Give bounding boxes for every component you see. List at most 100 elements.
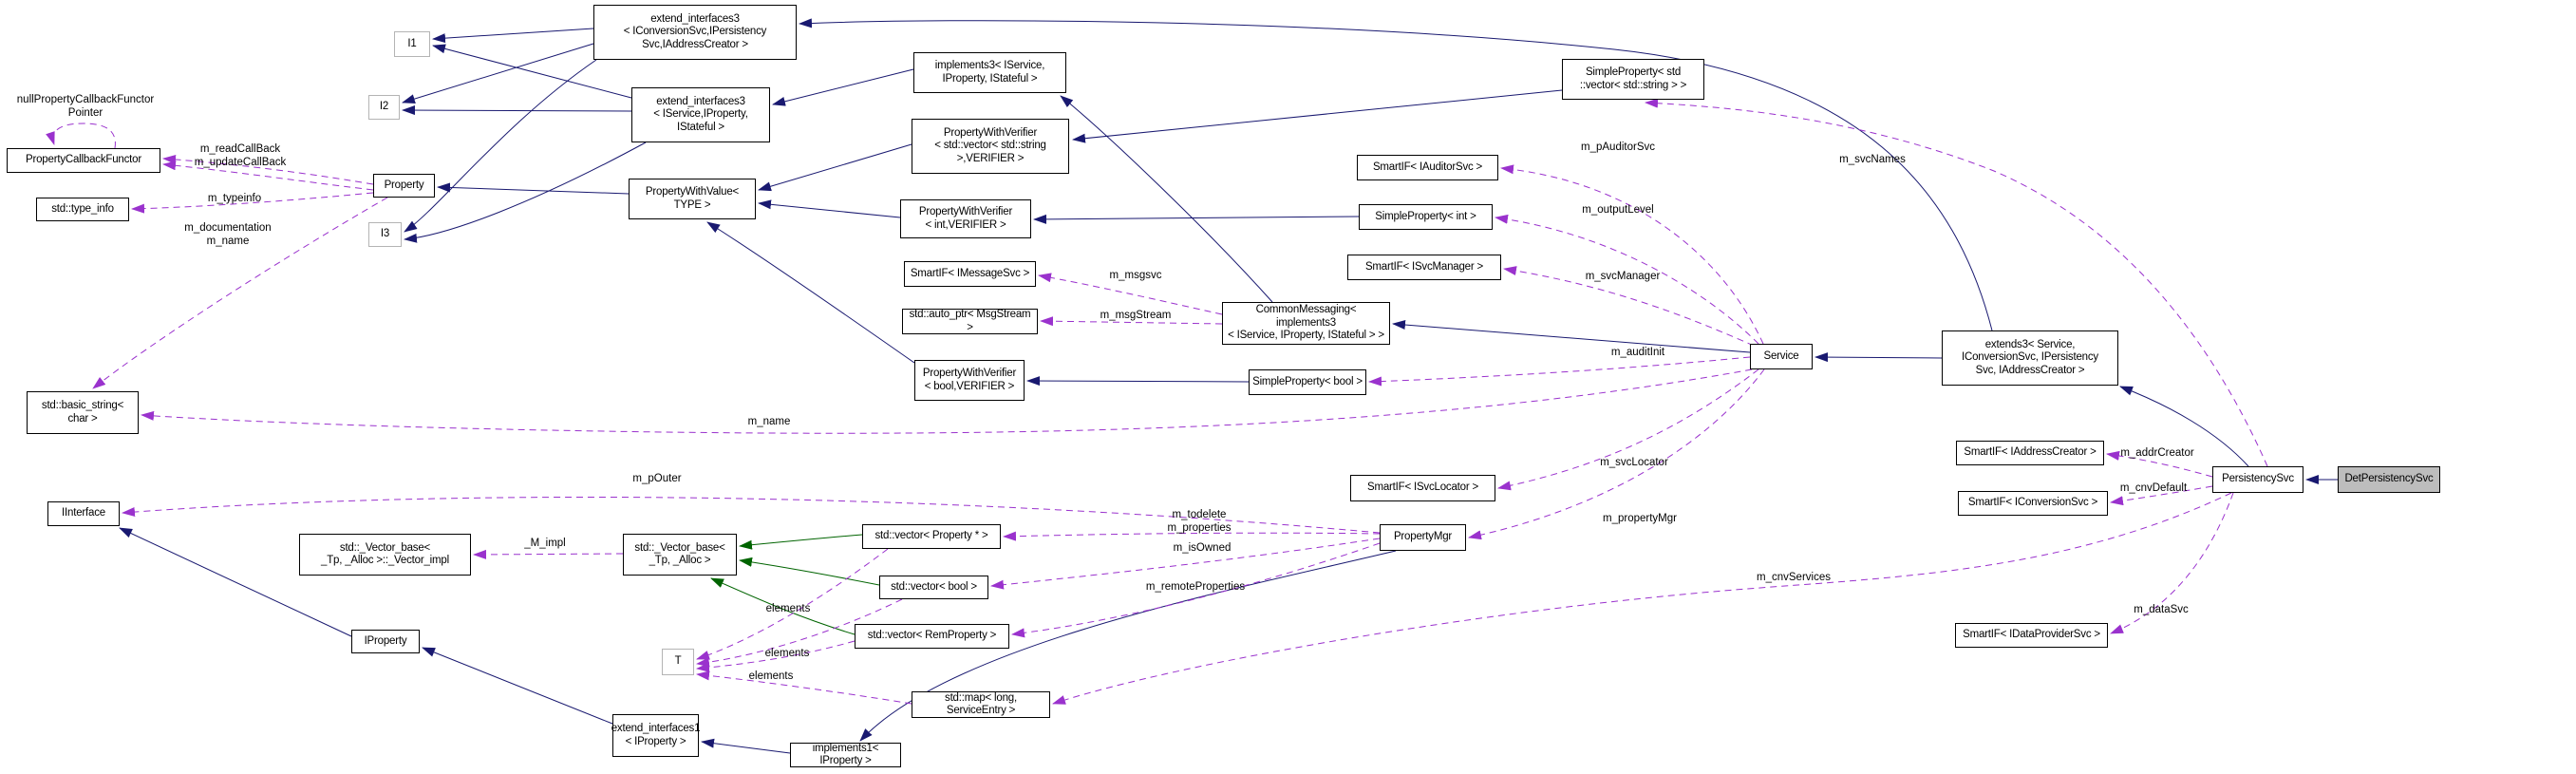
edge-inh-ext3svc-i1	[432, 44, 632, 99]
edge-use-service-auditinit	[1368, 356, 1751, 387]
usage-edges	[46, 98, 2268, 705]
edge-inh-pwvbool-pwvalue	[706, 221, 915, 364]
edge-inh-spint-pwvint	[1033, 214, 1360, 224]
class-node-smartif-idataprovidersvc[interactable]: SmartIF< IDataProviderSvc >	[1955, 623, 2108, 648]
class-node-std-vector-property-ptr: std::vector< Property * >	[862, 524, 1001, 549]
class-node-iproperty[interactable]: IProperty	[351, 630, 420, 653]
class-node-smartif-imessagesvc[interactable]: SmartIF< IMessageSvc >	[904, 261, 1036, 287]
inheritance-edges	[119, 18, 2338, 754]
class-node-smartif-isvclocator[interactable]: SmartIF< ISvcLocator >	[1350, 475, 1495, 501]
class-node-iinterface[interactable]: IInterface	[47, 501, 120, 526]
edge-label-svclocator: m_svcLocator	[1600, 457, 1668, 468]
class-node-propertymgr[interactable]: PropertyMgr	[1380, 524, 1466, 551]
edge-label-elements-2: elements	[764, 648, 810, 659]
class-node-smartif-iaddresscreator[interactable]: SmartIF< IAddressCreator >	[1956, 441, 2104, 465]
edge-use-commonmsg-msgstream	[1040, 316, 1223, 327]
class-node-std-vector-base: std::_Vector_base< _Tp, _Alloc >	[623, 534, 737, 576]
edge-inh-extends3-service	[1814, 352, 1943, 363]
edge-inh-service-commonmsg	[1392, 320, 1751, 353]
edge-label-elements-1: elements	[765, 603, 811, 614]
class-node-std-vector-bool: std::vector< bool >	[879, 576, 988, 599]
class-node-std-vector-base-vector-impl: std::_Vector_base< _Tp, _Alloc >::_Vecto…	[299, 534, 471, 576]
class-node-propertywithverifier-vector[interactable]: PropertyWithVerifier < std::vector< std:…	[912, 119, 1069, 174]
edge-use-service-propertymgr	[1468, 368, 1765, 540]
edge-label-datasvc: m_dataSvc	[2134, 604, 2189, 615]
edge-use-service-outputlevel	[1495, 214, 1759, 345]
edge-use-persistency-datasvc	[2110, 492, 2234, 634]
edge-label-msgsvc: m_msgsvc	[1109, 270, 1162, 281]
edge-use-vecbase-vecimpl	[473, 549, 624, 559]
edge-label-svcnames: m_svcNames	[1839, 154, 1906, 165]
class-node-property[interactable]: Property	[373, 174, 435, 198]
edge-label-svcmanager: m_svcManager	[1585, 271, 1661, 282]
edge-use-persistency-map	[1052, 492, 2232, 705]
edge-use-persistency-cnvdefault	[2110, 485, 2213, 506]
class-node-propertywithverifier-bool[interactable]: PropertyWithVerifier < bool,VERIFIER >	[914, 360, 1025, 401]
edge-label-elements-3: elements	[748, 670, 794, 682]
edge-use-vecprop-t	[696, 548, 889, 660]
edge-use-property-callback-1	[162, 154, 374, 185]
edge-use-service-auditorsvc	[1500, 164, 1764, 345]
class-node-extend-interfaces3-iservice[interactable]: extend_interfaces3 < IService,IProperty,…	[631, 87, 770, 142]
edge-use-propertymgr-vecrem	[1011, 542, 1381, 638]
edge-label-null-pointer: nullPropertyCallbackFunctor Pointer	[16, 94, 155, 119]
class-node-smartif-iauditorsvc[interactable]: SmartIF< IAuditorSvc >	[1357, 155, 1498, 180]
class-node-i2: I2	[368, 95, 400, 120]
edge-use-map-t	[696, 670, 912, 705]
edge-inh-extends3-ext3conv	[799, 18, 1993, 331]
class-node-smartif-iconversionsvc[interactable]: SmartIF< IConversionSvc >	[1958, 491, 2108, 516]
edge-inh-ext3svc-i2	[402, 105, 632, 116]
edge-inh-commonmsg-impl3	[1060, 95, 1273, 303]
class-node-simpleproperty-vector-string[interactable]: SimpleProperty< std ::vector< std::strin…	[1562, 59, 1704, 100]
edge-label-remoteproperties: m_remoteProperties	[1145, 581, 1246, 593]
edge-use-persistency-addrcreator	[2106, 450, 2213, 478]
edge-inh-ext3conv-i3	[404, 59, 597, 233]
edge-label-pauditorsvc: m_pAuditorSvc	[1581, 142, 1655, 153]
edge-use-vecrem-t	[696, 640, 856, 672]
class-node-extend-interfaces1[interactable]: extend_interfaces1 < IProperty >	[611, 714, 700, 757]
edge-inh-persistency-extends3	[2119, 386, 2249, 467]
edge-inh-ext1-iproperty	[422, 647, 613, 725]
class-node-propertywithvalue[interactable]: PropertyWithValue< TYPE >	[629, 179, 756, 219]
class-node-persistencysvc[interactable]: PersistencySvc	[2212, 466, 2303, 493]
edge-inh-pwvvec-pwvalue	[758, 143, 912, 192]
edge-label-propertymgr: m_propertyMgr	[1603, 513, 1677, 524]
class-node-propertycallbackfunctor[interactable]: PropertyCallbackFunctor	[7, 148, 160, 173]
class-node-implements1[interactable]: implements1< IProperty >	[790, 743, 901, 767]
edge-use-commonmsg-msgsvc	[1038, 273, 1223, 315]
edge-label-cnvdefault: m_cnvDefault	[2119, 482, 2188, 494]
edge-use-service-svclocator	[1497, 368, 1759, 491]
class-node-simpleproperty-bool[interactable]: SimpleProperty< bool >	[1249, 369, 1366, 395]
edge-use-propertymgr-iinterface	[122, 496, 1381, 534]
edge-inh-pwvalue-property	[437, 182, 630, 195]
edge-inh-pwvint-pwvalue	[758, 199, 901, 218]
edge-label-todelete-properties: m_todelete m_properties	[1167, 509, 1232, 534]
class-node-commonmessaging[interactable]: CommonMessaging< implements3 < IService,…	[1222, 302, 1390, 345]
class-node-extend-interfaces3-conversionsvc[interactable]: extend_interfaces3 < IConversionSvc,IPer…	[593, 5, 797, 60]
edge-inh-iproperty-iinterface	[119, 527, 352, 637]
edge-use-property-typeinfo	[131, 192, 374, 214]
class-node-service[interactable]: Service	[1750, 344, 1813, 369]
edge-label-msgstream: m_msgStream	[1100, 310, 1172, 321]
class-node-std-vector-remproperty: std::vector< RemProperty >	[855, 624, 1009, 649]
class-node-implements3[interactable]: implements3< IService, IProperty, IState…	[913, 52, 1066, 93]
edge-use-vecbool-t	[696, 598, 903, 668]
edge-label-outputlevel: m_outputLevel	[1582, 204, 1654, 216]
edge-label-typeinfo: m_typeinfo	[207, 193, 262, 204]
edge-inh-spvec-pwvvec	[1072, 89, 1563, 143]
edge-tpl-vecprop-vecbase	[739, 534, 863, 550]
class-node-std-map-serviceentry: std::map< long, ServiceEntry >	[912, 691, 1050, 718]
edge-label-pouter: m_pOuter	[632, 473, 682, 484]
class-node-propertywithverifier-int[interactable]: PropertyWithVerifier < int,VERIFIER >	[900, 199, 1031, 238]
class-node-smartif-isvcmanager[interactable]: SmartIF< ISvcManager >	[1347, 255, 1501, 280]
edge-use-callback-selfloop	[46, 123, 116, 149]
edge-use-persistency-svcnames	[1645, 98, 2268, 467]
class-node-simpleproperty-int[interactable]: SimpleProperty< int >	[1359, 204, 1493, 230]
edge-inh-ext3svc-i3	[404, 142, 647, 243]
class-node-extends3[interactable]: extends3< Service, IConversionSvc, IPers…	[1942, 330, 2118, 386]
class-node-i1: I1	[394, 31, 430, 57]
class-node-i3: I3	[368, 222, 402, 247]
edge-inh-spbool-pwvbool	[1026, 376, 1250, 387]
edge-label-isowned: m_isOwned	[1173, 542, 1232, 554]
